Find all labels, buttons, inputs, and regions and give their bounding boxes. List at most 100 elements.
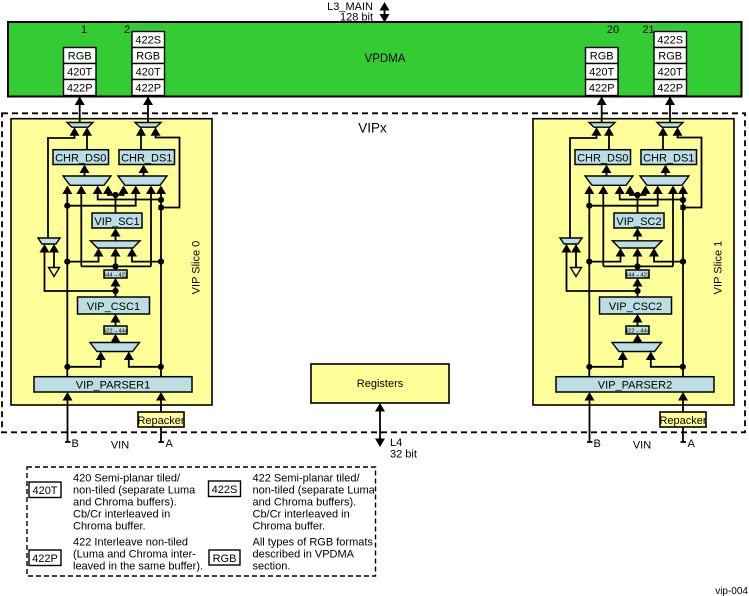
vipx-label: VIPx (358, 121, 387, 136)
registers-box (310, 363, 450, 404)
l3-bus-width: 128 bit (340, 12, 373, 24)
format-cell (131, 78, 166, 97)
format-label: 420T (67, 67, 92, 79)
format-label: 422P (67, 83, 93, 95)
legend-text-line: All types of RGB formats (253, 537, 374, 549)
legend-text-line: non-tiled (separate Luma (73, 485, 196, 497)
legend-tag: 420T (32, 485, 57, 497)
legend-text-line: 420 Semi-planar tiled/ (73, 473, 181, 485)
slice-name: VIP Slice 0 (191, 241, 203, 295)
format-label: 422S (657, 35, 683, 47)
registers: Registers (310, 363, 450, 404)
scaler-label: VIP_SC2 (616, 216, 661, 228)
chr-ds0-label: CHR_DS0 (577, 152, 628, 164)
format-label: RGB (68, 51, 92, 63)
vpdma-box (7, 21, 743, 98)
format-label: 422P (657, 83, 683, 95)
vpdma-channel-21: 21 422S RGB 420T 422P (642, 24, 688, 97)
l3-bus: L3_MAIN 128 bit (327, 1, 390, 24)
l3-down-arrow-icon (379, 14, 390, 23)
legend-text-line: 422 Semi-planar tiled/ (253, 473, 361, 485)
legend-text-line: Cb/Cr interleaved in (73, 509, 170, 521)
channel-number: 20 (607, 24, 619, 36)
format-cell (62, 78, 97, 97)
legend-text-line: Chroma buffer. (253, 521, 326, 533)
parser-label: VIP_PARSER1 (76, 380, 150, 392)
legend-text-line: and Chroma buffers). (253, 497, 357, 509)
slice-0-labels: CHR_DS0 CHR_DS1 VIP_SC1 444→422 VIP_CSC1… (55, 152, 202, 451)
vpdma-bar: VPDMA 1 RGB 420T 422P 2 422S RGB 420T 42… (7, 21, 743, 98)
format-label: RGB (590, 51, 614, 63)
legend-tag-box (28, 481, 62, 499)
l4-bus-width: 32 bit (390, 449, 417, 461)
legend-tag: RGB (213, 553, 237, 565)
format-label: 420T (589, 67, 614, 79)
l4-bus-name: L4 (390, 437, 402, 449)
legend-tag: 422S (212, 484, 238, 496)
vipx-container: VIPx (1, 112, 746, 434)
format-cell (653, 78, 688, 97)
legend-dashed-box (26, 466, 377, 577)
repacker-label: Repacker (137, 415, 184, 427)
conv-444-422-label: 444→422 (625, 272, 650, 278)
legend-text-line: section. (253, 561, 291, 573)
vin-label: VIN (111, 440, 129, 452)
conv-444-422-label: 444→422 (103, 272, 128, 278)
l3-up-arrow-icon (379, 2, 390, 11)
port-a-label: A (166, 438, 174, 450)
legend-text-line: Cb/Cr interleaved in (253, 509, 350, 521)
conv-422-444-label: 422→444 (625, 328, 651, 334)
slice-name: VIP Slice 1 (713, 241, 725, 295)
legend-item-422s: 422S 422 Semi-planar tiled/ non-tiled (s… (207, 473, 376, 533)
l4-bus: L4 32 bit (375, 403, 417, 461)
port-b-label: B (594, 438, 601, 450)
legend-item-rgb: RGB All types of RGB formats described i… (208, 537, 374, 573)
legend-tag: 422P (32, 553, 58, 565)
conv-422-444-label: 422→444 (103, 328, 129, 334)
vipx-dashed-box (1, 112, 746, 434)
port-a-label: A (688, 438, 696, 450)
format-label: 422P (135, 83, 161, 95)
legend-text-line: and Chroma buffers). (73, 497, 177, 509)
legend-text-line: leaved in the same buffer). (73, 561, 203, 573)
format-label: 420T (658, 67, 683, 79)
chr-ds1-label: CHR_DS1 (643, 152, 694, 164)
legend-text-line: described in VPDMA (253, 549, 355, 561)
chr-ds1-label: CHR_DS1 (121, 152, 172, 164)
legend-item-420t: 420T 420 Semi-planar tiled/ non-tiled (s… (28, 473, 196, 533)
channel-number: 2 (124, 24, 130, 36)
channel-number: 21 (642, 24, 654, 36)
l4-down-arrow-icon (375, 438, 385, 447)
vin-label: VIN (633, 440, 651, 452)
legend: 420T 420 Semi-planar tiled/ non-tiled (s… (26, 466, 377, 577)
legend-text-line: Chroma buffer. (73, 521, 146, 533)
format-label: RGB (658, 51, 682, 63)
legend-text-line: non-tiled (separate Luma (253, 485, 376, 497)
legend-tag-box (208, 549, 241, 566)
repacker-label: Repacker (659, 415, 706, 427)
l3-bus-name: L3_MAIN (327, 1, 373, 13)
port-b-label: B (72, 438, 79, 450)
csc-label: VIP_CSC2 (609, 301, 662, 313)
channel-number: 1 (81, 24, 87, 36)
format-label: 422S (135, 35, 161, 47)
chr-ds0-label: CHR_DS0 (55, 152, 106, 164)
parser-label: VIP_PARSER2 (598, 380, 672, 392)
format-label: RGB (136, 51, 160, 63)
legend-tag-box (28, 549, 62, 567)
format-label: 422P (589, 83, 615, 95)
legend-tag-box (207, 480, 242, 498)
vpdma-label: VPDMA (365, 53, 406, 65)
format-label: 420T (136, 67, 161, 79)
figure-id: vip-004 (715, 586, 748, 596)
vpdma-channel-2: 2 422S RGB 420T 422P (124, 24, 166, 97)
vpdma-channel-20: 20 RGB 420T 422P (584, 24, 619, 97)
legend-text-line: (Luma and Chroma inter- (73, 549, 196, 561)
legend-item-422p: 422P 422 Interleave non-tiled (Luma and … (28, 537, 203, 573)
csc-label: VIP_CSC1 (87, 301, 140, 313)
l4-up-arrow-icon (375, 403, 385, 412)
scaler-label: VIP_SC1 (94, 216, 139, 228)
registers-label: Registers (357, 378, 404, 390)
